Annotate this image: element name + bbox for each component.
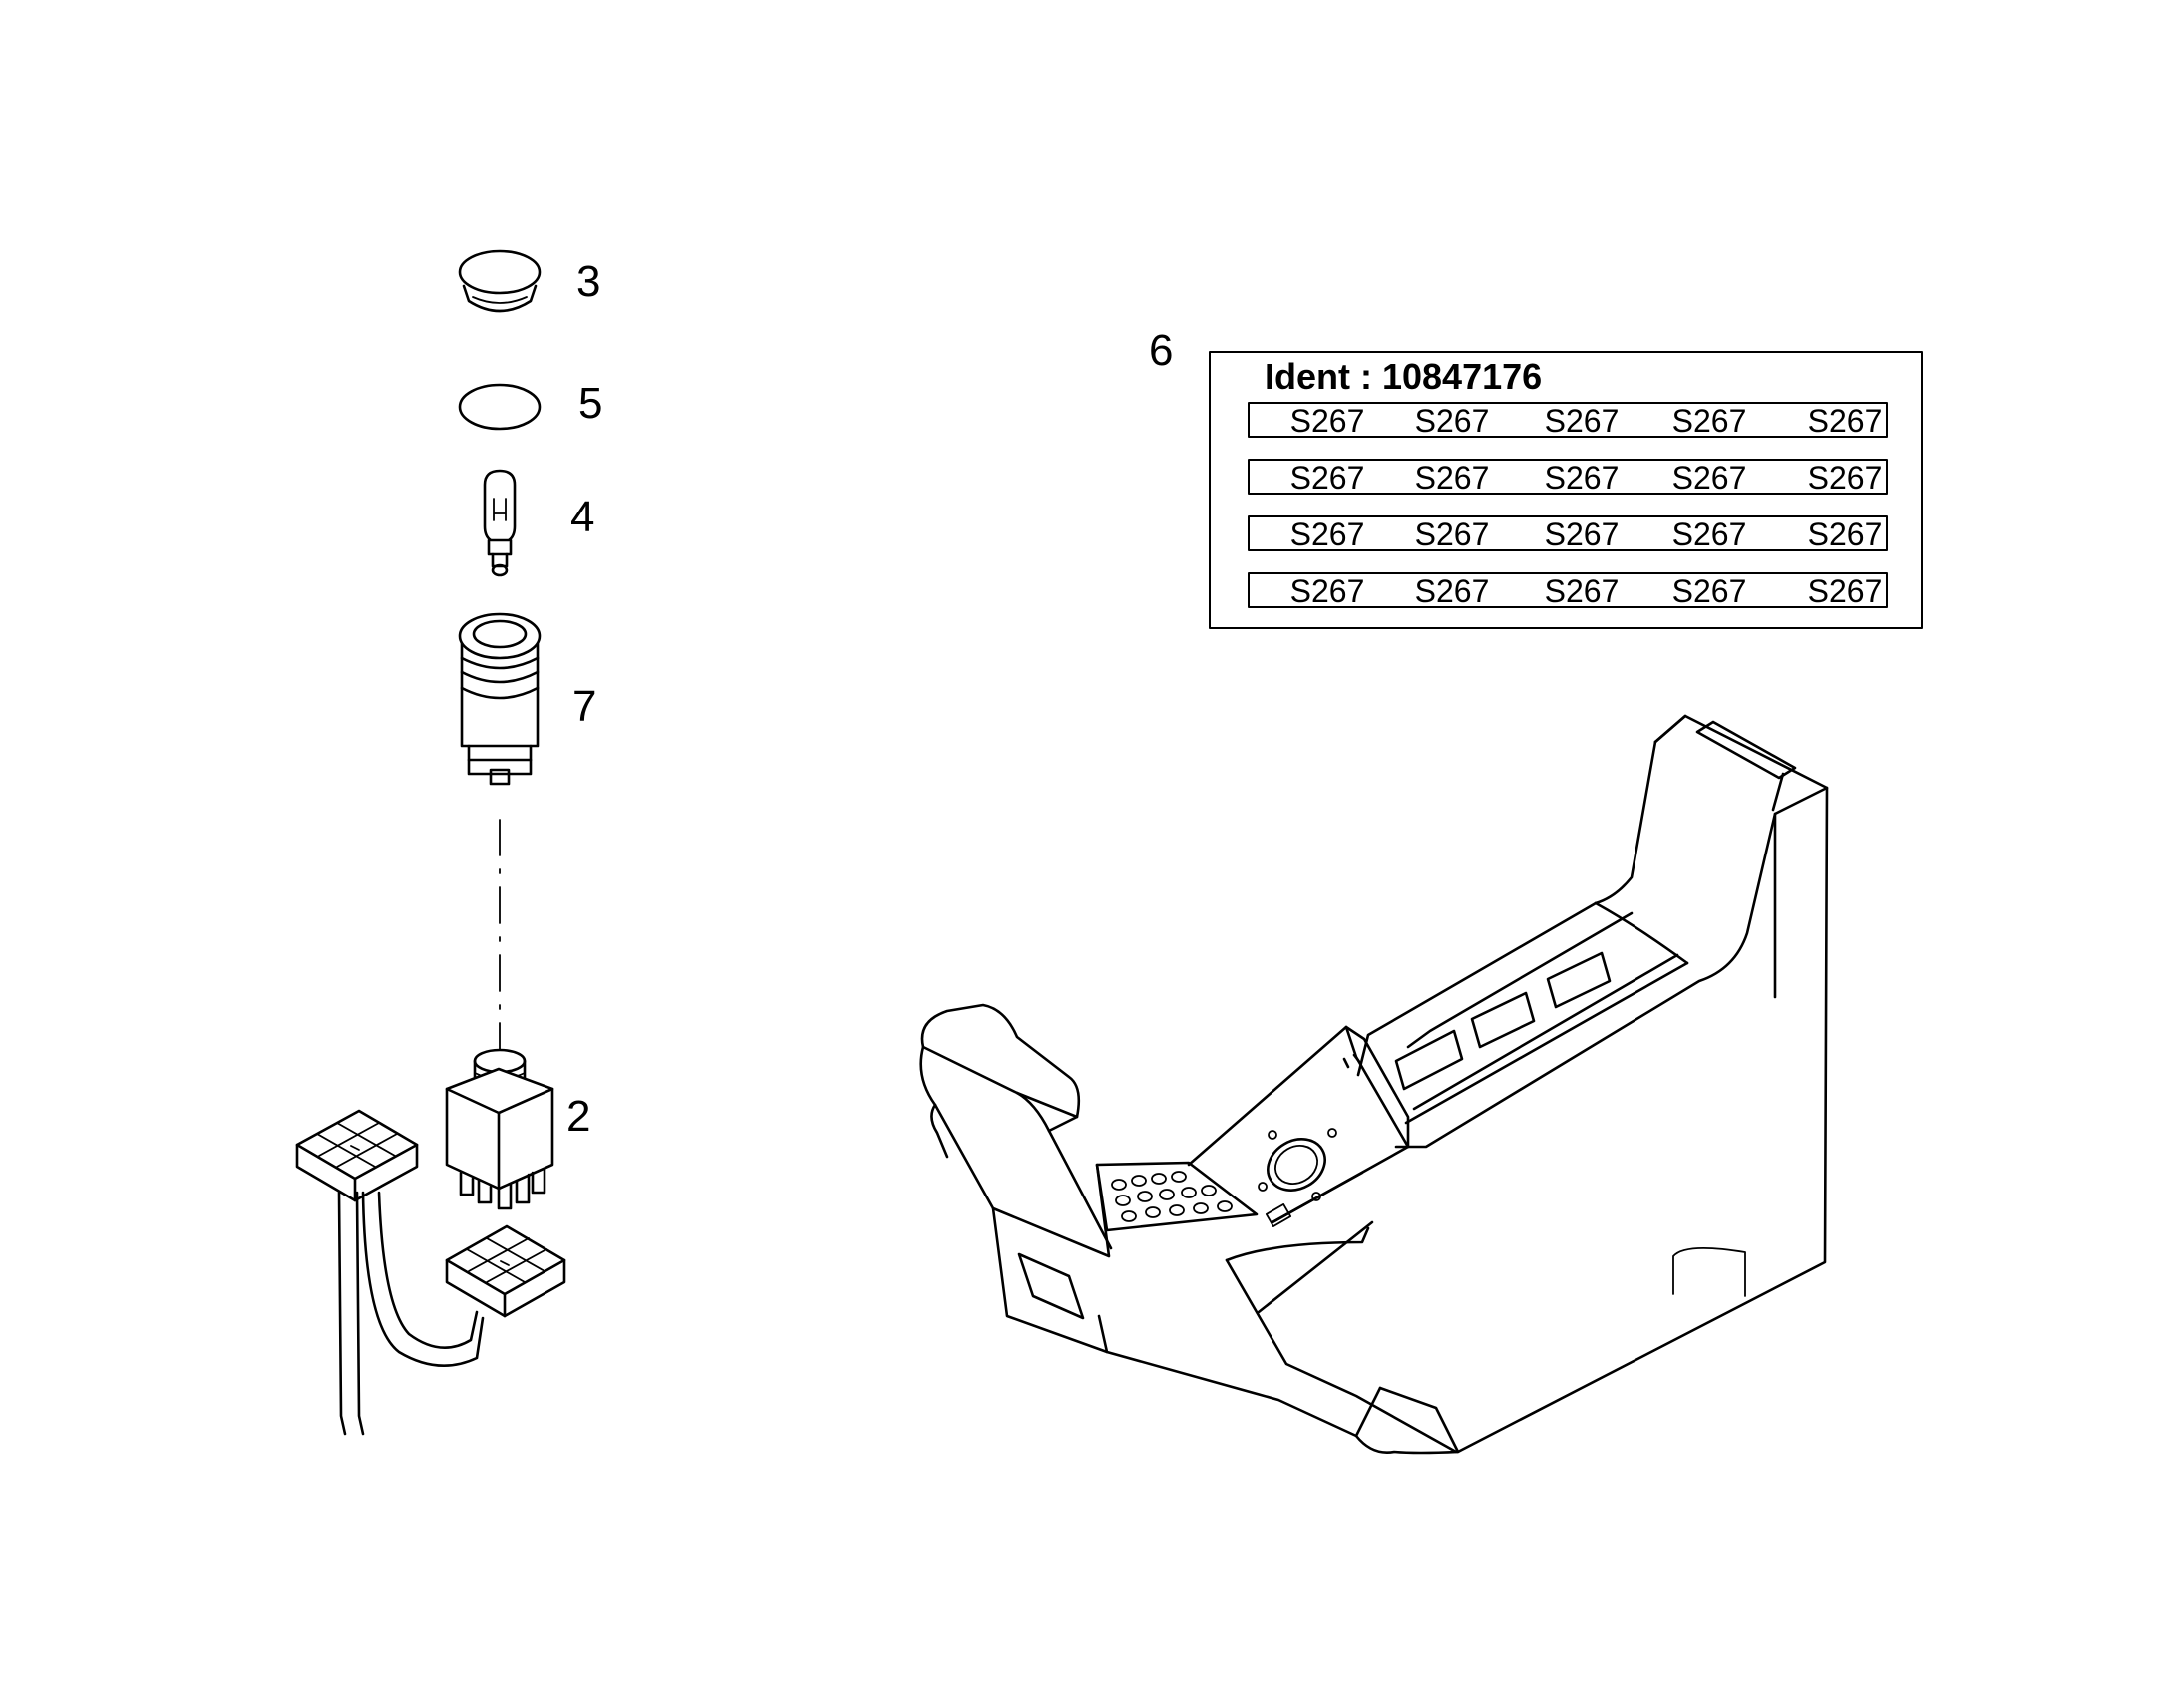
grille-holes xyxy=(1111,1171,1233,1222)
label-code: S267 xyxy=(1415,573,1490,609)
label-row xyxy=(1248,572,1888,608)
label-ident: Ident : 10847176 xyxy=(1265,356,1542,397)
callout-2: 2 xyxy=(566,1092,590,1141)
label-code: S267 xyxy=(1415,403,1490,439)
label-code: S267 xyxy=(1415,516,1490,552)
label-code: S267 xyxy=(1672,516,1747,552)
wiring-harness xyxy=(295,1109,566,1436)
label-code: S267 xyxy=(1545,403,1620,439)
label-code: S267 xyxy=(1290,460,1365,496)
label-code: S267 xyxy=(1290,516,1365,552)
label-code: S267 xyxy=(1808,403,1883,439)
label-code: S267 xyxy=(1672,573,1747,609)
center-console xyxy=(919,714,1829,1455)
label-code: S267 xyxy=(1672,403,1747,439)
label-code: S267 xyxy=(1290,403,1365,439)
label-row xyxy=(1248,459,1888,495)
part-2-relay-socket xyxy=(445,1048,554,1210)
label-code: S267 xyxy=(1545,573,1620,609)
label-code: S267 xyxy=(1808,460,1883,496)
label-code: S267 xyxy=(1545,516,1620,552)
callout-4: 4 xyxy=(570,493,594,541)
label-code: S267 xyxy=(1545,460,1620,496)
label-code: S267 xyxy=(1808,516,1883,552)
label-code: S267 xyxy=(1290,573,1365,609)
part-4-bulb xyxy=(483,469,517,577)
label-row xyxy=(1248,515,1888,551)
callout-7: 7 xyxy=(572,682,596,731)
label-code: S267 xyxy=(1672,460,1747,496)
callout-5: 5 xyxy=(578,379,602,428)
label-code: S267 xyxy=(1808,573,1883,609)
label-code: S267 xyxy=(1415,460,1490,496)
part-7-switch-body xyxy=(458,612,542,786)
part-3-cap xyxy=(458,249,542,313)
part-5-seal-ring xyxy=(458,383,542,431)
callout-6: 6 xyxy=(1149,326,1173,375)
callout-3: 3 xyxy=(576,257,600,306)
label-row xyxy=(1248,402,1888,438)
